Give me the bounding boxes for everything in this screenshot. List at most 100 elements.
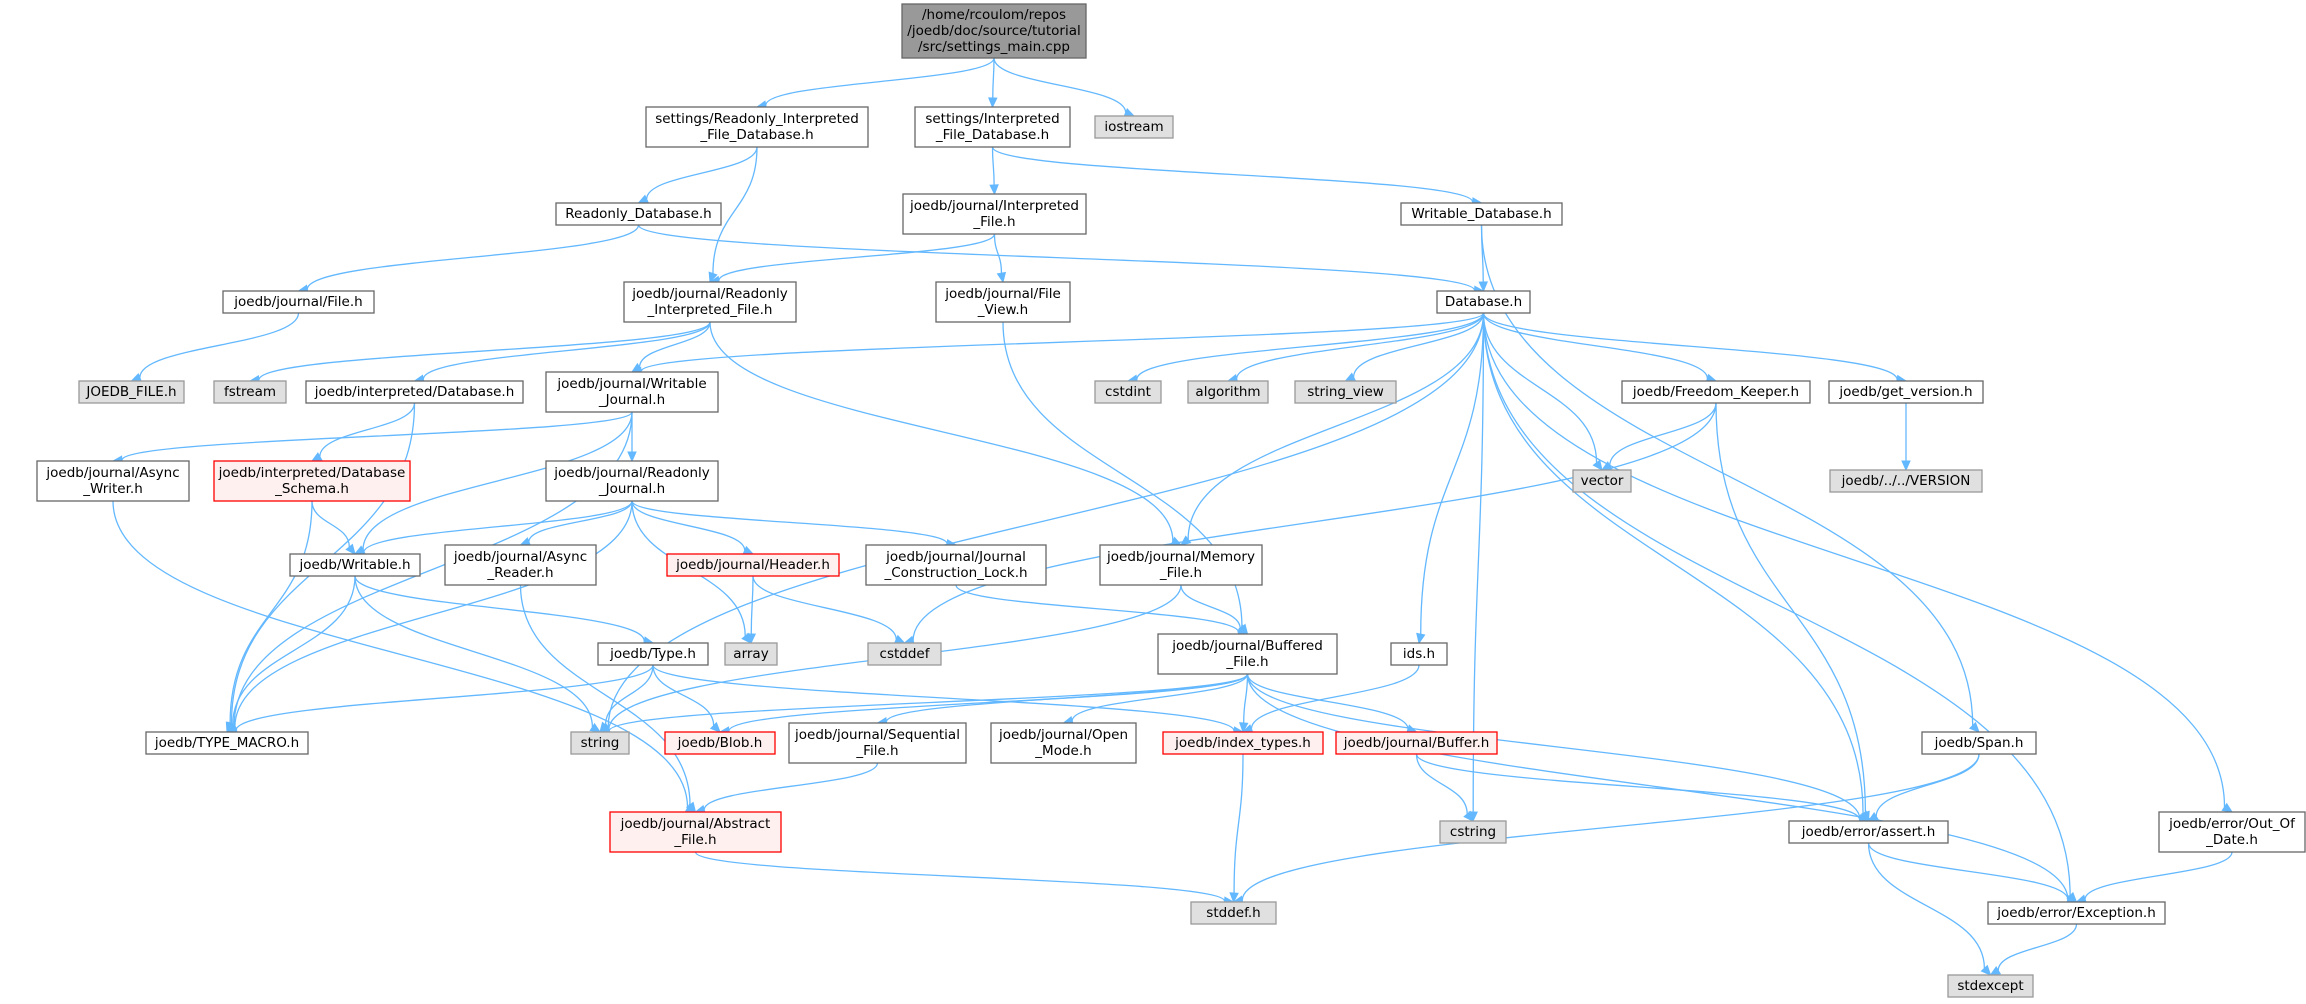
edge-freedom-keeper-to-vector — [1600, 402, 1717, 471]
node-j-journal-constr-lock[interactable]: joedb/journal/Journal_Construction_Lock.… — [865, 544, 1047, 586]
node-j-open-mode[interactable]: joedb/journal/Open_Mode.h — [990, 722, 1137, 764]
node-index-types[interactable]: joedb/index_types.h — [1162, 731, 1324, 755]
node-label-line: fstream — [224, 384, 276, 400]
node-settings-main[interactable]: /home/rcoulom/repos/joedb/doc/source/tut… — [901, 3, 1087, 59]
edge-interp-fdb-to-j-interp-file — [989, 146, 999, 196]
edge-line — [712, 146, 758, 274]
node-j-async-writer[interactable]: joedb/journal/Async_Writer.h — [36, 460, 190, 502]
node-j-async-reader[interactable]: joedb/journal/Async_Reader.h — [444, 544, 597, 586]
node-box — [36, 460, 190, 502]
node-j-readonly-journal[interactable]: joedb/journal/Readonly_Journal.h — [545, 460, 719, 502]
node-j-memory-file[interactable]: joedb/journal/Memory_File.h — [1099, 544, 1263, 586]
node-label-line: _File_Database.h — [699, 127, 813, 143]
edge-line — [235, 664, 654, 731]
edge-index-types-to-stddef — [1229, 753, 1244, 904]
node-box — [1572, 469, 1632, 493]
node-box — [78, 380, 185, 404]
node-label-line: ids.h — [1403, 646, 1435, 662]
edge-line — [631, 500, 948, 545]
node-label-line: joedb/Writable.h — [298, 557, 410, 573]
edge-line — [354, 575, 645, 642]
node-assert[interactable]: joedb/error/assert.h — [1788, 820, 1949, 844]
node-cstdint: cstdint — [1094, 380, 1162, 404]
node-writable-db[interactable]: Writable_Database.h — [1400, 202, 1563, 226]
edge-line — [652, 664, 1235, 732]
node-box — [1335, 731, 1498, 755]
node-cstring: cstring — [1439, 820, 1507, 844]
edge-exception-to-stdexcept — [1989, 923, 2078, 976]
node-j-file[interactable]: joedb/journal/File.h — [222, 290, 375, 314]
node-box — [867, 642, 942, 666]
edge-line — [363, 500, 633, 553]
edge-line — [1867, 842, 2069, 900]
edge-line — [229, 500, 313, 724]
node-j-header[interactable]: joedb/journal/Header.h — [666, 553, 840, 577]
node-label-line: _Writer.h — [82, 481, 143, 497]
node-label-line: _Interpreted_File.h — [647, 302, 773, 318]
node-readonly-db[interactable]: Readonly_Database.h — [555, 202, 722, 226]
node-version: joedb/../../VERSION — [1829, 469, 1983, 493]
node-label-line: _View.h — [977, 302, 1028, 318]
node-writable[interactable]: joedb/Writable.h — [289, 553, 421, 577]
node-interp-db-schema[interactable]: joedb/interpreted/Database_Schema.h — [213, 460, 411, 502]
node-j-abstract-file[interactable]: joedb/journal/Abstract_File.h — [609, 811, 782, 853]
edge-readonly-db-to-j-file — [297, 224, 640, 294]
node-type-macro[interactable]: joedb/TYPE_MACRO.h — [145, 731, 309, 755]
edge-line — [640, 312, 1485, 372]
node-span[interactable]: joedb/Span.h — [1921, 731, 2037, 755]
edge-database-to-cstdint — [1126, 312, 1485, 384]
node-j-ro-interp-file[interactable]: joedb/journal/Readonly_Interpreted_File.… — [623, 281, 797, 323]
node-array: array — [724, 642, 778, 666]
node-box — [1400, 202, 1563, 226]
edge-line — [1609, 402, 1717, 466]
node-interp-database[interactable]: joedb/interpreted/Database.h — [305, 380, 524, 404]
node-interp-fdb[interactable]: settings/Interpreted_File_Database.h — [914, 106, 1071, 148]
node-box — [1094, 115, 1174, 139]
node-box — [1921, 731, 2037, 755]
node-box — [901, 3, 1087, 59]
edge-j-journal-constr-lock-to-j-buffered-file — [955, 584, 1249, 638]
node-label-line: joedb/journal/Open — [998, 727, 1128, 743]
edge-arrowhead — [1478, 281, 1488, 293]
edge-line — [718, 233, 996, 281]
node-j-file-view[interactable]: joedb/journal/File_View.h — [935, 281, 1071, 323]
node-cstddef: cstddef — [867, 642, 942, 666]
edge-type-h-to-type-macro — [225, 664, 654, 736]
node-out-of-date[interactable]: joedb/error/Out_Of_Date.h — [2158, 811, 2306, 853]
edge-arrowhead — [989, 184, 999, 196]
node-j-interp-file[interactable]: joedb/journal/Interpreted_File.h — [902, 193, 1087, 235]
node-type-h[interactable]: joedb/Type.h — [597, 642, 709, 666]
node-j-buffer[interactable]: joedb/journal/Buffer.h — [1335, 731, 1498, 755]
node-ids[interactable]: ids.h — [1390, 642, 1448, 666]
node-label-line: joedb/get_version.h — [1838, 384, 1972, 400]
edge-j-readonly-journal-to-j-header — [631, 500, 755, 555]
node-joedb-file: JOEDB_FILE.h — [78, 380, 185, 404]
node-j-buffered-file[interactable]: joedb/journal/Buffered_File.h — [1157, 633, 1338, 675]
node-box — [1987, 901, 2166, 925]
edge-arrowhead — [709, 721, 721, 733]
node-database[interactable]: Database.h — [1436, 290, 1531, 314]
node-freedom-keeper[interactable]: joedb/Freedom_Keeper.h — [1621, 380, 1811, 404]
node-label-line: joedb/error/Out_Of — [2168, 816, 2296, 832]
node-exception[interactable]: joedb/error/Exception.h — [1987, 901, 2166, 925]
edge-line — [991, 146, 1474, 203]
node-blob[interactable]: joedb/Blob.h — [664, 731, 776, 755]
edge-line — [637, 224, 1476, 291]
edge-database-to-out-of-date — [1482, 312, 2234, 813]
node-ro-interp-fdb[interactable]: settings/Readonly_Interpreted_File_Datab… — [645, 106, 869, 148]
node-label-line: joedb/journal/File.h — [233, 294, 362, 310]
node-j-sequential-file[interactable]: joedb/journal/Sequential_File.h — [788, 722, 967, 764]
node-box — [645, 106, 869, 148]
edge-line — [652, 664, 715, 726]
node-box — [788, 722, 967, 764]
node-get-version[interactable]: joedb/get_version.h — [1828, 380, 1984, 404]
edge-line — [604, 664, 654, 725]
edge-line — [1136, 312, 1485, 380]
node-label-line: joedb/journal/Readonly — [553, 465, 710, 481]
edge-arrowhead — [708, 271, 718, 284]
edge-line — [631, 500, 746, 551]
edge-j-buffered-file-to-index-types — [1238, 673, 1249, 734]
edge-line — [955, 584, 1240, 633]
edge-line — [765, 57, 995, 106]
node-j-writable-journal[interactable]: joedb/journal/Writable_Journal.h — [545, 371, 719, 413]
